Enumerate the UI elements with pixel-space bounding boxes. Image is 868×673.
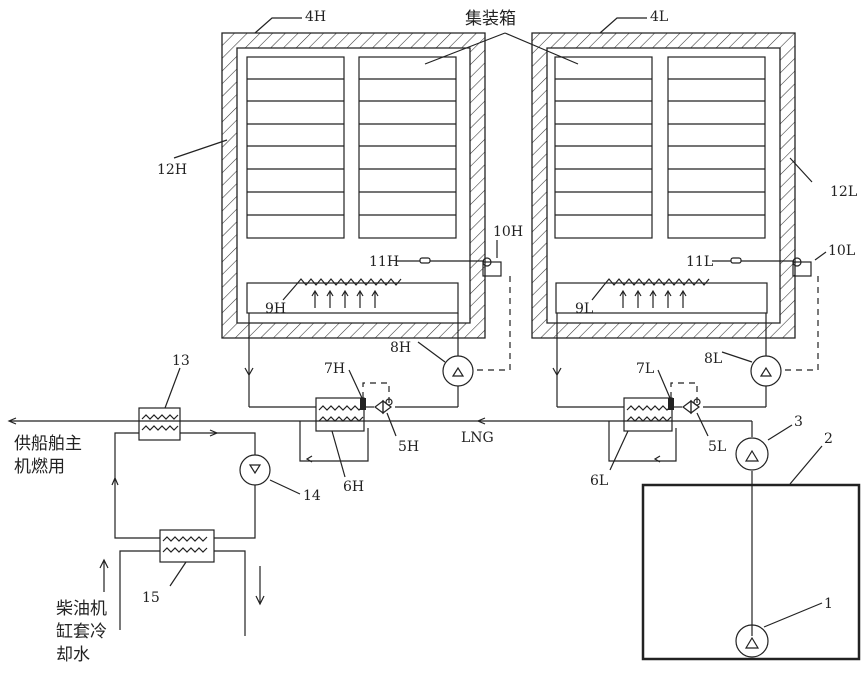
diesel-label-3: 却水 <box>56 645 90 665</box>
temperature-sensor-low <box>731 258 741 263</box>
exchanger-low <box>624 383 697 431</box>
glycol-loop <box>112 430 255 538</box>
controller-high <box>483 262 501 276</box>
exchanger-sensor-high <box>360 398 366 410</box>
box-high-label: 4H <box>305 9 326 25</box>
sensor-low-label: 11L <box>686 254 713 270</box>
airflow-arrows-high <box>312 291 378 308</box>
controller-low <box>793 262 811 276</box>
jacket-water-lines <box>100 551 264 636</box>
exch-ctrl-low-label: 7L <box>636 361 654 377</box>
exchanger-13-label: 13 <box>172 353 190 369</box>
pump-14 <box>240 455 270 485</box>
cargo-stack-low-right <box>668 57 765 238</box>
engine-supply-label-2: 机燃用 <box>14 457 65 477</box>
engine-supply-label-1: 供船舶主 <box>14 434 82 454</box>
pump-low <box>751 356 781 386</box>
cargo-stack-high-left <box>247 57 344 238</box>
pump-3-label: 3 <box>794 414 803 430</box>
lng-label: LNG <box>461 430 494 446</box>
coil-low <box>604 279 709 285</box>
wall-low-label: 12L <box>830 184 857 200</box>
wall-high-label: 12H <box>157 162 187 178</box>
pump-1-label: 1 <box>824 596 833 612</box>
exchanger-low-label: 6L <box>590 473 608 489</box>
cargo-stack-low-left <box>555 57 652 238</box>
controller-low-label: 10L <box>828 243 855 259</box>
tank-2-label: 2 <box>824 431 833 447</box>
temperature-sensor-high <box>420 258 430 263</box>
exchanger-15-label: 15 <box>142 590 160 606</box>
container-high <box>222 33 501 338</box>
coil-high-label: 9H <box>265 301 286 317</box>
diesel-label-1: 柴油机 <box>56 599 107 619</box>
valve-low-label: 5L <box>708 439 726 455</box>
box-low-label: 4L <box>650 9 668 25</box>
exchanger-sensor-low <box>668 398 674 410</box>
exch-ctrl-high-label: 7H <box>324 361 345 377</box>
valve-high-label: 5H <box>398 439 419 455</box>
exchanger-13 <box>139 408 180 440</box>
controller-high-label: 10H <box>493 224 523 240</box>
pump-high-label: 8H <box>390 340 411 356</box>
pump-3 <box>736 438 768 470</box>
coil-high <box>296 279 401 285</box>
lng-tank <box>643 485 859 659</box>
pump-high <box>443 356 473 386</box>
exchanger-15 <box>160 530 214 562</box>
container-low <box>532 33 811 338</box>
cargo-stack-high-right <box>359 57 456 238</box>
sensor-high-label: 11H <box>369 254 399 270</box>
exchanger-high <box>316 383 389 431</box>
pump-14-label: 14 <box>303 488 321 504</box>
pump-low-label: 8L <box>704 351 722 367</box>
container-title-label: 集装箱 <box>465 9 516 29</box>
coil-low-label: 9L <box>575 301 593 317</box>
exchanger-high-label: 6H <box>343 479 364 495</box>
diesel-label-2: 缸套冷 <box>56 621 107 642</box>
airflow-arrows-low <box>620 291 686 308</box>
